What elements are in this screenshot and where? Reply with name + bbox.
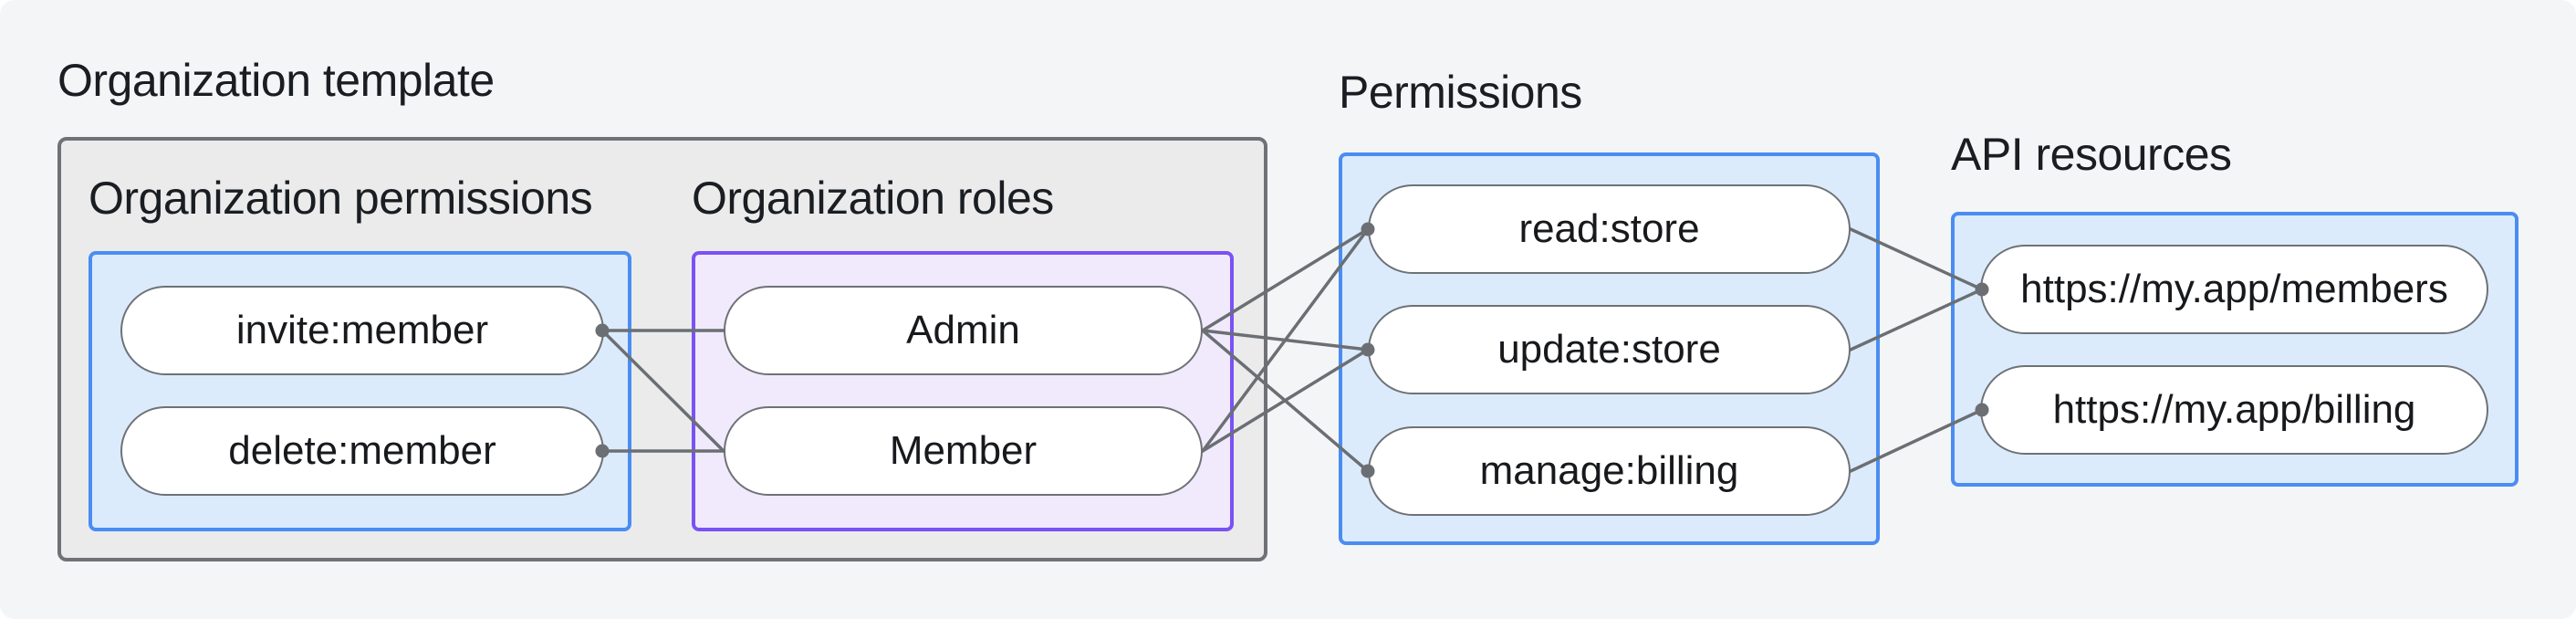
org-permissions-title: Organization permissions xyxy=(89,173,593,224)
node-admin: Admin xyxy=(724,286,1203,375)
org-template-title: Organization template xyxy=(57,55,495,106)
org-roles-title: Organization roles xyxy=(692,173,1054,224)
permissions-title: Permissions xyxy=(1339,67,1582,118)
node-read-store: read:store xyxy=(1368,184,1851,274)
node-invite-member: invite:member xyxy=(120,286,604,375)
node-manage-billing: manage:billing xyxy=(1368,426,1851,516)
api-resources-title: API resources xyxy=(1951,129,2232,180)
node-api-billing: https://my.app/billing xyxy=(1980,365,2488,455)
node-update-store: update:store xyxy=(1368,305,1851,394)
node-member: Member xyxy=(724,406,1203,496)
node-api-members: https://my.app/members xyxy=(1980,245,2488,334)
node-delete-member: delete:member xyxy=(120,406,604,496)
